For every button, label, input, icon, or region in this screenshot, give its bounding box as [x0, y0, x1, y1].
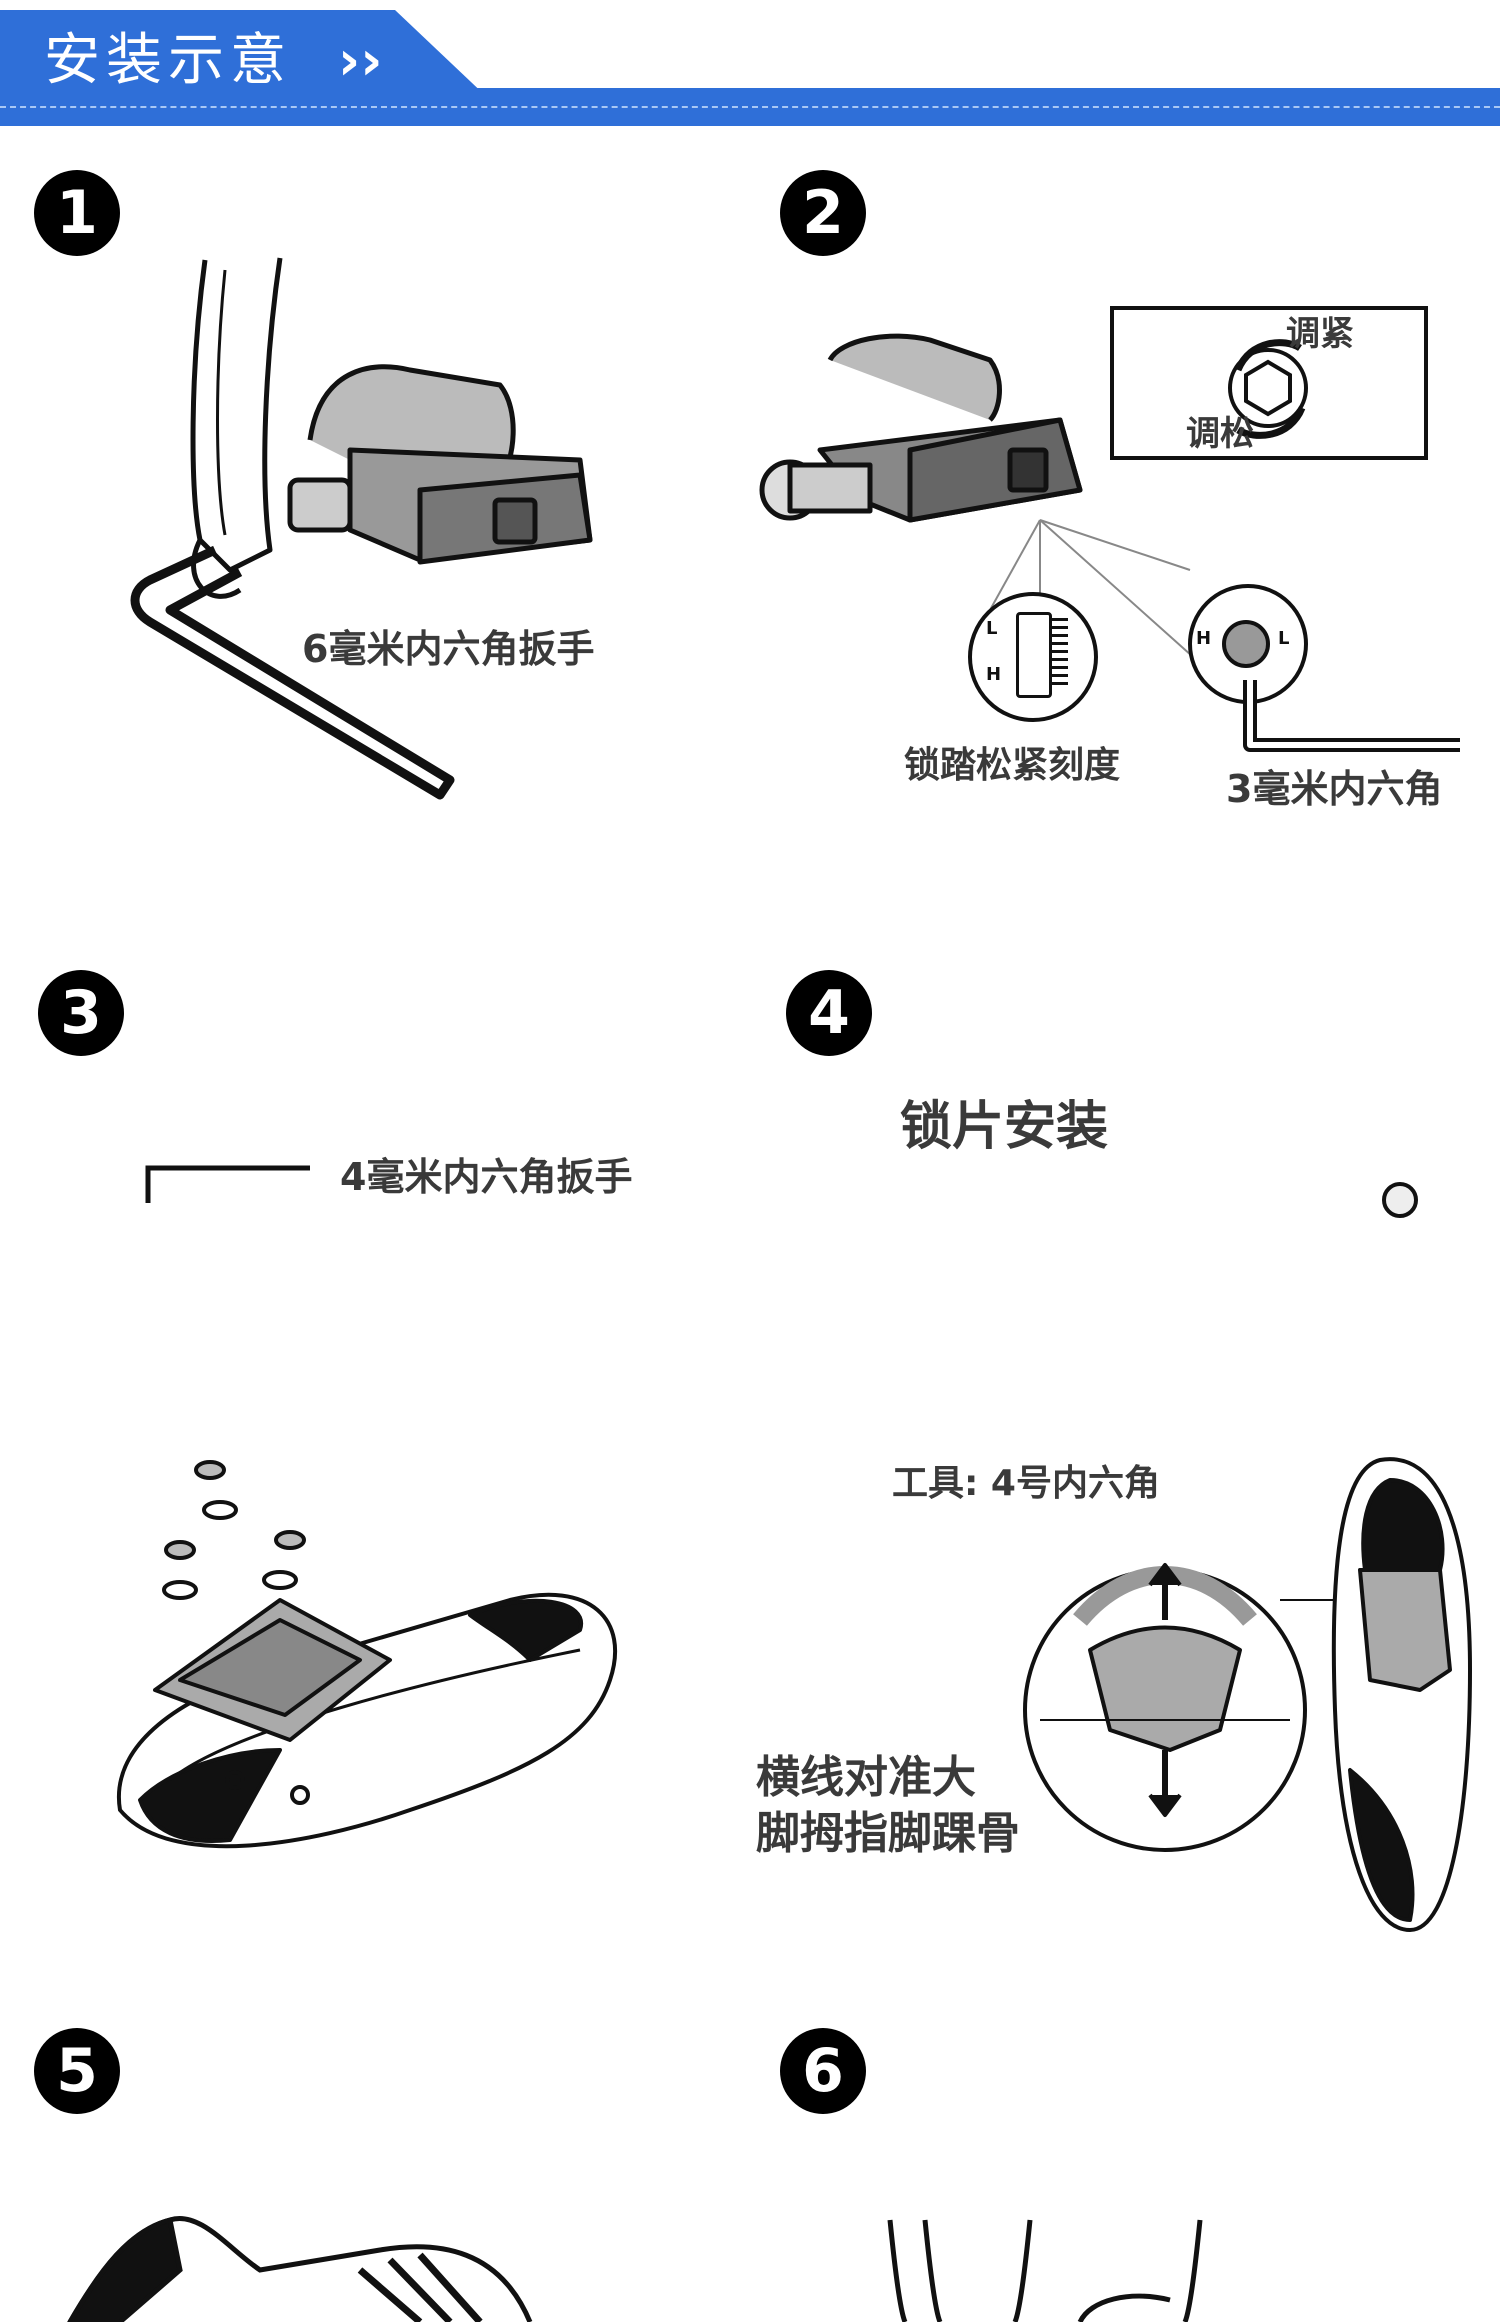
hex-3mm-label: 3毫米内六角 — [1226, 758, 1442, 813]
step-3-number: 3 — [38, 970, 124, 1056]
page-title: 安装示意 — [44, 26, 292, 96]
tighten-label: 调紧 — [1286, 306, 1354, 355]
scale-l-mark: L — [986, 618, 997, 639]
pedal-crank-illustration — [120, 250, 640, 810]
scale-ticks — [1052, 618, 1068, 688]
cleat-shoe-illustration — [110, 1450, 630, 1890]
double-chevron-icon: ›› — [338, 26, 383, 96]
loosen-label: 调松 — [1186, 406, 1254, 455]
tension-scale-window — [1016, 612, 1052, 698]
knob-h-mark: H — [1196, 628, 1211, 649]
wrench-6mm-label: 6毫米内六角扳手 — [302, 618, 594, 673]
knob-l-mark: L — [1278, 628, 1289, 649]
scale-h-mark: H — [986, 664, 1001, 685]
step-5-number: 5 — [34, 2028, 120, 2114]
step-4-number: 4 — [786, 970, 872, 1056]
pedal-side-illustration — [760, 320, 1100, 530]
align-label-line2: 脚拇指脚踝骨 — [756, 1806, 1020, 1862]
partial-circle-icon — [1382, 1182, 1418, 1218]
pedal-mount-illustration — [880, 2220, 1260, 2322]
align-label-line1: 横线对准大 — [756, 1750, 976, 1806]
hex-key-3mm-illustration — [1230, 660, 1470, 760]
step-6-number: 6 — [780, 2028, 866, 2114]
cleat-install-title: 锁片安装 — [900, 1084, 1108, 1159]
tension-scale-label: 锁踏松紧刻度 — [904, 736, 1120, 788]
hex-key-4mm-illustration — [140, 1158, 320, 1208]
step-2-number: 2 — [780, 170, 866, 256]
wrench-4mm-label: 4毫米内六角扳手 — [340, 1146, 632, 1201]
shoe-top-illustration — [60, 2210, 540, 2322]
cleat-alignment-illustration — [1020, 1450, 1490, 1940]
step-1-number: 1 — [34, 170, 120, 256]
header-divider — [0, 106, 1500, 108]
